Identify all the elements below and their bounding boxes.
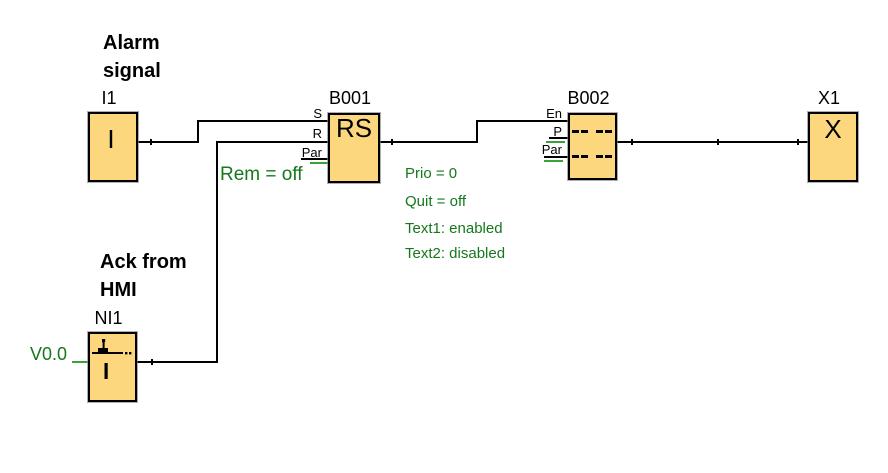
param-text-b001-rem: Rem = off bbox=[220, 164, 303, 185]
rs-latch-symbol: RS bbox=[335, 113, 373, 143]
pin-line-b002-p bbox=[549, 137, 568, 139]
comment-ack-from-hmi[interactable]: Ack from HMI bbox=[100, 248, 187, 304]
block-b001-rs-latch[interactable]: RS bbox=[328, 113, 380, 183]
pin-stub-b002-p bbox=[546, 141, 565, 143]
wire-i1-to-b001s-v[interactable] bbox=[197, 120, 199, 143]
comment-line: signal bbox=[103, 60, 161, 82]
connection-tick bbox=[150, 139, 152, 145]
wire-ni1-to-b001r-h2[interactable] bbox=[218, 141, 328, 143]
comment-alarm-signal[interactable]: Alarm signal bbox=[103, 29, 161, 85]
block-label-i1: I1 bbox=[101, 88, 117, 108]
connection-tick bbox=[151, 359, 153, 365]
comment-line: HMI bbox=[100, 279, 137, 301]
connection-tick bbox=[631, 139, 633, 145]
block-label-x1: X1 bbox=[817, 88, 841, 108]
block-label-b001: B001 bbox=[328, 88, 372, 108]
pin-line-b002-par bbox=[544, 156, 568, 158]
message-text-row-2 bbox=[572, 155, 612, 158]
wire-ni1-to-b001r-v[interactable] bbox=[216, 141, 218, 363]
pin-label-r: R bbox=[312, 126, 322, 141]
param-text-b002-prio: Prio = 0 bbox=[405, 165, 458, 182]
block-ni1-network-input[interactable] bbox=[88, 332, 137, 402]
block-b002-message-text[interactable] bbox=[568, 113, 617, 180]
wire-b001-to-b002en-v[interactable] bbox=[476, 120, 478, 143]
wire-ni1-to-b001r-h1[interactable] bbox=[137, 361, 218, 363]
output-symbol: X bbox=[824, 114, 842, 144]
message-text-row-1 bbox=[572, 130, 612, 133]
pin-stub-b001-par bbox=[310, 162, 328, 164]
connection-tick bbox=[391, 139, 393, 145]
pin-label-en: En bbox=[546, 106, 562, 121]
wire-i1-to-b001s-h1[interactable] bbox=[138, 141, 199, 143]
pin-stub-b002-par bbox=[544, 160, 563, 162]
input-symbol: I bbox=[107, 124, 115, 154]
pin-label-s: S bbox=[313, 106, 322, 121]
param-text-b002-text1: Text1: enabled bbox=[405, 220, 503, 237]
connection-tick bbox=[717, 139, 719, 145]
pin-line-b001-par bbox=[301, 158, 328, 160]
wire-v00-to-ni1 bbox=[72, 361, 88, 363]
pin-label-p: P bbox=[553, 124, 562, 139]
block-label-ni1: NI1 bbox=[94, 308, 123, 328]
network-input-icon bbox=[92, 339, 132, 379]
pin-label-par-b002: Par bbox=[541, 142, 562, 157]
block-i1-digital-input[interactable]: I bbox=[88, 112, 138, 182]
block-x1-output[interactable]: X bbox=[808, 112, 858, 182]
param-text-b002-quit: Quit = off bbox=[405, 193, 467, 210]
network-address-v00: V0.0 bbox=[29, 344, 67, 364]
comment-line: Alarm bbox=[103, 32, 160, 54]
wire-b001-to-b002en-h1[interactable] bbox=[380, 141, 478, 143]
connection-tick bbox=[797, 139, 799, 145]
pin-label-par-b001: Par bbox=[301, 145, 322, 160]
wire-b002-to-x1[interactable] bbox=[617, 141, 808, 143]
wire-b001-to-b002en-h2[interactable] bbox=[478, 120, 568, 122]
block-label-b002: B002 bbox=[567, 88, 610, 108]
param-text-b002-text2: Text2: disabled bbox=[405, 245, 506, 262]
comment-line: Ack from bbox=[100, 251, 187, 273]
wire-i1-to-b001s-h2[interactable] bbox=[199, 120, 328, 122]
